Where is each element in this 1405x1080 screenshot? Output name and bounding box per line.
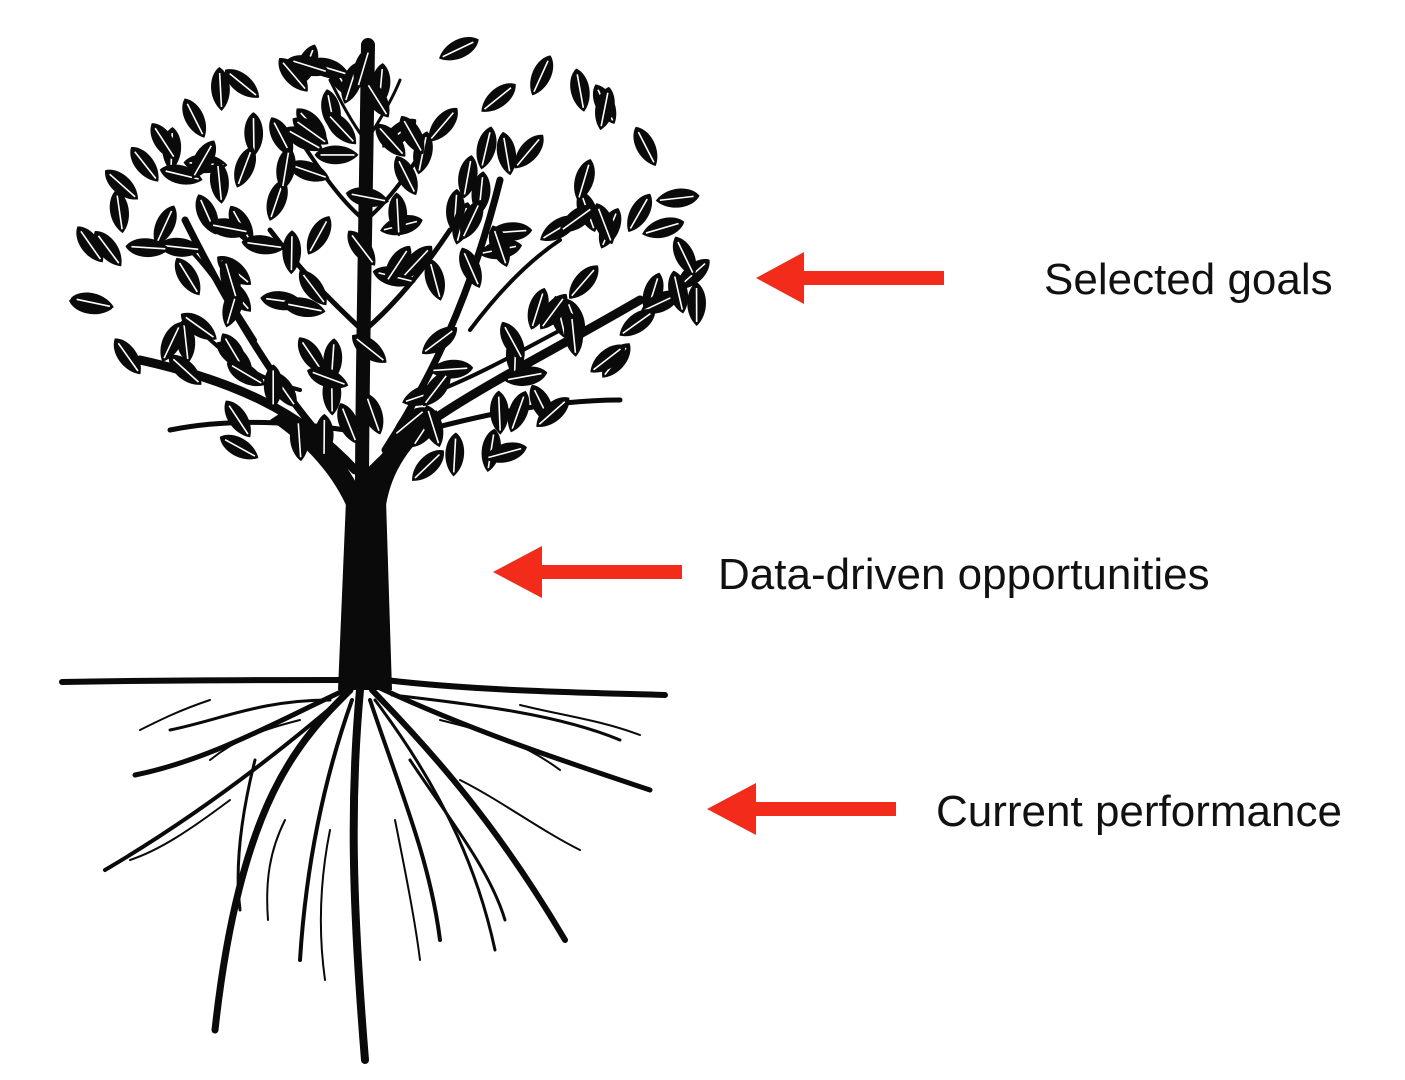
arrow-left-icon [756, 252, 944, 304]
roots-icon [59, 677, 668, 1064]
tree-with-roots-icon [59, 36, 710, 1064]
arrow-left-icon [493, 546, 682, 598]
leaves-icon [68, 36, 710, 481]
label-data-driven-opportunities: Data-driven opportunities [718, 550, 1210, 599]
label-current-performance: Current performance [936, 787, 1342, 836]
arrow-left-icon [707, 783, 896, 835]
label-selected-goals: Selected goals [1044, 255, 1333, 304]
